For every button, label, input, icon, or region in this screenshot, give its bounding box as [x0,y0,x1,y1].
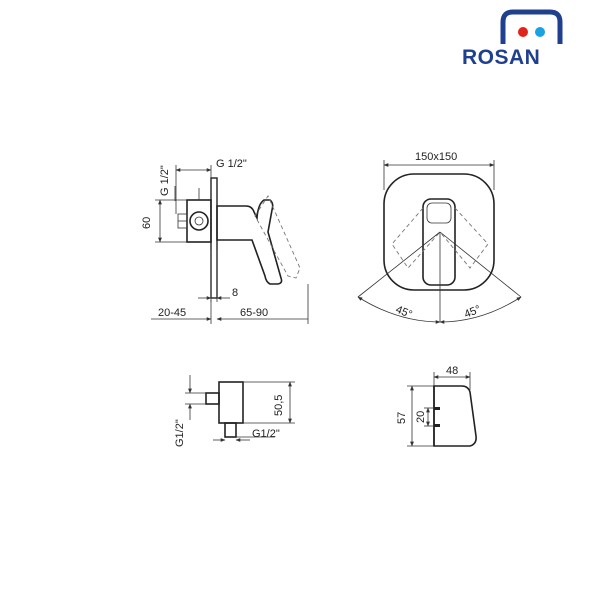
side-view: G 1/2" G 1/2" 60 8 20-45 65-90 [141,158,309,324]
handle-rotated-dashed [254,195,301,279]
angle-ray-right [439,231,522,298]
holder-pin-bottom [434,424,440,427]
logo-red-dot-icon [518,27,528,37]
dim-60: 60 [141,217,153,229]
outlet-bottom-nozzle [224,422,237,438]
mixer-handle [216,199,283,285]
front-handle [422,198,456,286]
angle-ray-left [357,231,441,298]
dim-angle-right: 45° [463,303,483,320]
cover-plate [383,173,495,291]
valve-inlet-circle [189,211,209,231]
brand-name: ROSAN [462,46,540,69]
dim-65-90: 65-90 [240,307,268,319]
dim-8: 8 [232,287,238,299]
wall-plate [210,177,218,299]
dim-20: 20 [415,411,427,423]
logo-blue-dot-icon [535,27,545,37]
dim-g-half-outlet-vertical: G1/2" [174,419,186,447]
dim-g-half-vertical: G 1/2" [159,165,171,196]
dim-angle-left: 45° [394,304,414,321]
angle-arc-right [439,296,522,324]
angle-arc-left [357,296,441,324]
logo-arch-icon [500,9,563,44]
dim-48: 48 [446,365,458,377]
front-view: 150x150 45° 45° [357,151,522,324]
outlet-body [218,381,244,424]
dim-g-half-horizontal: G 1/2" [216,158,247,170]
outlet-view: 50,5 G1/2" G1/2" [174,375,295,447]
holder-pin-top [434,407,440,410]
dim-g-half-outlet-horizontal: G1/2" [252,428,280,440]
outlet-side-nozzle [205,392,220,405]
inlet-stub [177,213,188,229]
holder-body [433,385,477,447]
dim-150x150: 150x150 [415,151,457,163]
dim-20-45: 20-45 [158,307,186,319]
dim-57: 57 [396,412,408,424]
front-handle-top [426,202,452,224]
valve-inlet-inner [194,216,204,226]
rosan-logo: ROSAN [462,9,563,69]
handle-rotated-left-dashed [391,207,441,269]
dim-50-5: 50,5 [273,395,285,416]
handle-rotated-right-dashed [439,207,489,269]
holder-view: 48 57 20 [396,365,477,447]
